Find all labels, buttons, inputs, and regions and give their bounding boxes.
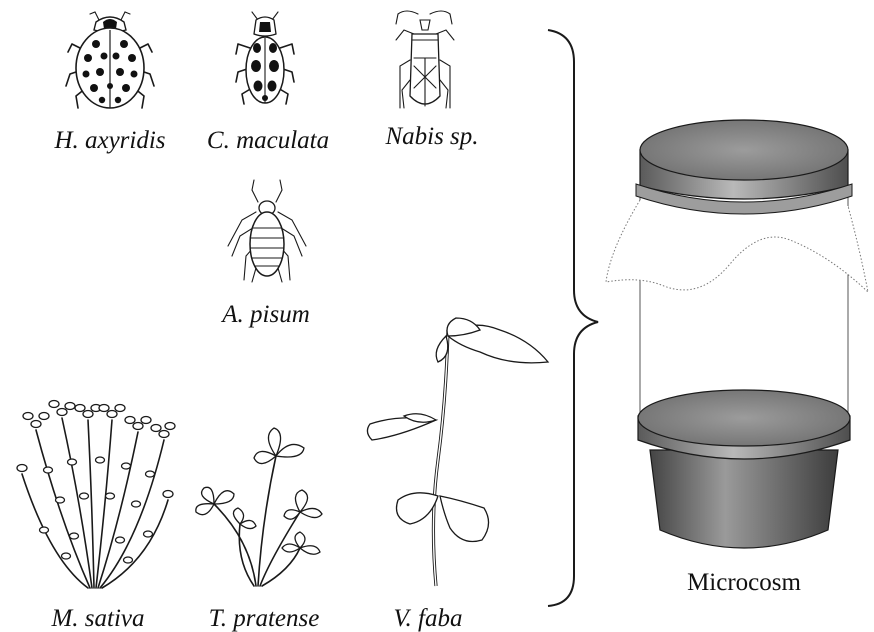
- spotted-beetle-icon: [236, 12, 294, 104]
- grouping-brace: [548, 30, 598, 606]
- label-m-sativa: M. sativa: [50, 605, 144, 632]
- label-a-pisum: A. pisum: [220, 301, 310, 328]
- pea-aphid-icon: [228, 180, 306, 282]
- label-t-pratense: T. pratense: [209, 605, 320, 632]
- microcosm-jar-icon: [606, 120, 868, 548]
- label-c-maculata: C. maculata: [207, 127, 329, 154]
- label-nabis: Nabis sp.: [384, 123, 478, 150]
- ladybird-beetle-icon: [66, 12, 154, 108]
- faba-bean-plant-icon: [367, 318, 548, 586]
- label-v-faba: V. faba: [394, 605, 463, 632]
- label-microcosm: Microcosm: [687, 569, 801, 596]
- damsel-bug-icon: [396, 11, 454, 108]
- red-clover-plant-icon: [196, 428, 322, 586]
- alfalfa-plant-icon: [17, 401, 175, 589]
- label-h-axyridis: H. axyridis: [53, 127, 165, 154]
